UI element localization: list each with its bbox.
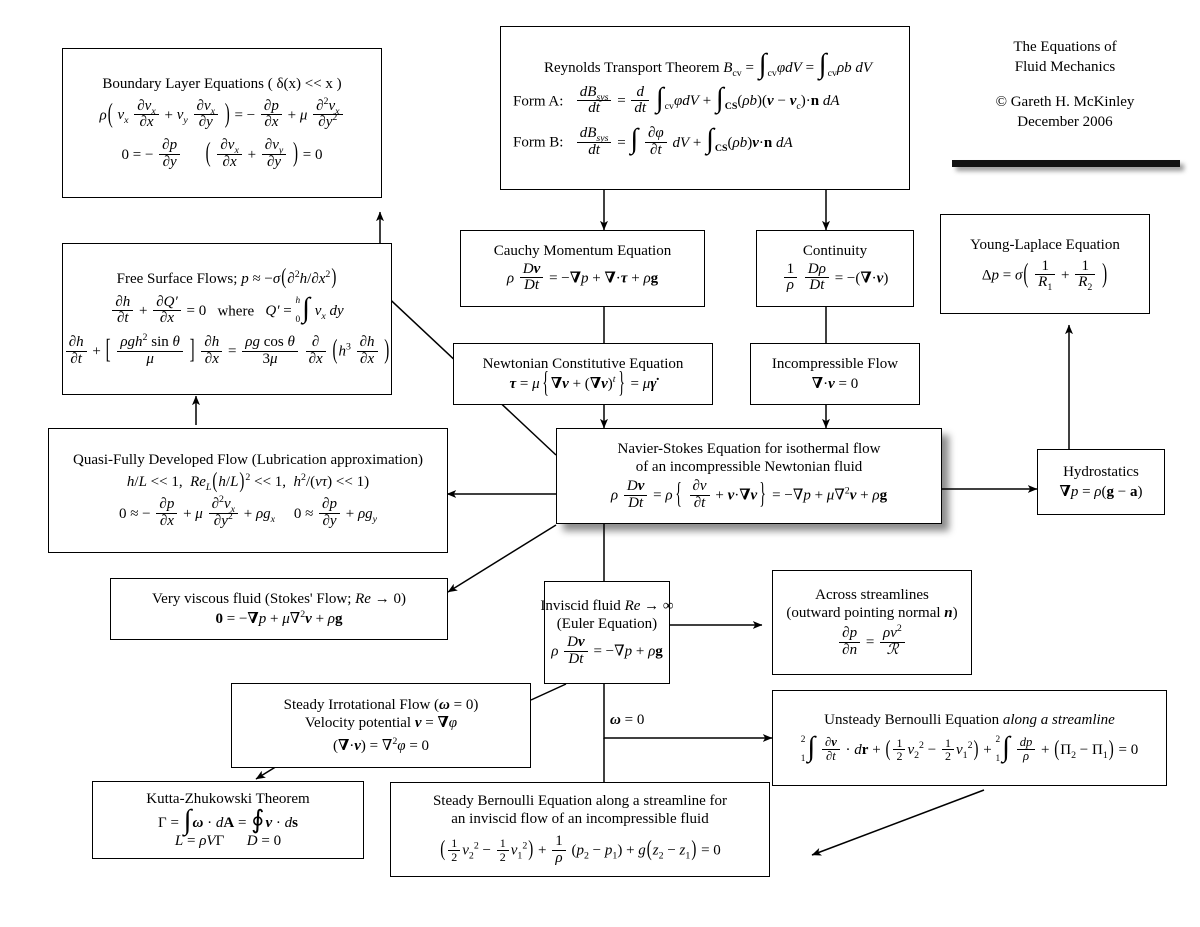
quasi-eq1: 0 ≈ − ∂p∂x + μ ∂2vx∂y2 + ρgx (118, 493, 276, 529)
incompressible-eq: ∇·v = 0 (811, 376, 859, 393)
box-steady-bernoulli-equation: Steady Bernoulli Equation along a stream… (390, 782, 770, 877)
kutta-eq1: Γ = ∫ω · dA = ∮v · ds (158, 804, 298, 836)
edge-navierstokes-stokes (447, 524, 557, 593)
incompressible-title: Incompressible Flow (771, 355, 899, 372)
irrotational-title-line1: Steady Irrotational Flow (ω = 0) (283, 697, 479, 714)
reynolds-form-b-label: Form B: (513, 134, 564, 151)
newtonian-eq: τ = μ{∇v + (∇v)t} = μγ̇ (509, 366, 657, 399)
box-quasi-fully-developed-flow: Quasi-Fully Developed Flow (Lubrication … (48, 428, 448, 553)
box-boundary-layer-equations: Boundary Layer Equations ( δ(x) << x ) ρ… (62, 48, 382, 198)
irrotational-title-line2: Velocity potential v = ∇φ (304, 715, 458, 732)
edge-irrotational-inviscid (530, 683, 567, 701)
box-kutta-zhukowski-theorem: Kutta-Zhukowski Theorem Γ = ∫ω · dA = ∮v… (92, 781, 364, 859)
box-inviscid-euler-equation: Inviscid fluid Re → ∞ (Euler Equation) ρ… (540, 581, 674, 684)
box-steady-irrotational-flow: Steady Irrotational Flow (ω = 0) Velocit… (231, 683, 531, 768)
steady-bernoulli-title-line2: an inviscid flow of an incompressible fl… (451, 810, 709, 827)
boundary-layer-eq2: 0 = − ∂p∂y (122, 137, 186, 169)
copyright-line: © Gareth H. McKinley (995, 94, 1135, 110)
box-hydrostatics: Hydrostatics ∇p = ρ(g − a) (1037, 449, 1165, 515)
unsteady-bernoulli-title: Unsteady Bernoulli Equation (824, 711, 1000, 728)
hydrostatics-eq: ∇p = ρ(g − a) (1059, 484, 1143, 501)
across-title-line2: (outward pointing normal n) (786, 604, 958, 621)
box-reynolds-transport-theorem: Reynolds Transport Theorem Bcv = ∫cvφdV … (500, 26, 910, 190)
title-underline-bar (952, 160, 1180, 167)
stokes-eq: 0 = −∇p + μ∇2v + ρg (215, 609, 343, 628)
hydrostatics-title: Hydrostatics (1063, 463, 1139, 480)
box-across-streamlines: Across streamlines (outward pointing nor… (772, 570, 972, 675)
box-very-viscous-stokes-flow: Very viscous fluid (Stokes' Flow; Re → 0… (110, 578, 448, 640)
continuity-title: Continuity (802, 242, 868, 259)
reynolds-title-math: Bcv = ∫cvφdV = ∫cvρb dV (723, 49, 873, 81)
inviscid-title-line1: Inviscid fluid Re → ∞ (540, 597, 674, 614)
free-surface-where-label: where (217, 303, 255, 320)
quasi-eq2: 0 ≈ ∂p∂y + ρgy (293, 495, 378, 529)
reynolds-title: Reynolds Transport Theorem (543, 59, 720, 76)
newtonian-title: Newtonian Constitutive Equation (482, 355, 684, 372)
annotation-vorticity-zero: ω = 0 (608, 712, 647, 729)
reynolds-form-a-label: Form A: (513, 93, 564, 110)
kutta-title: Kutta-Zhukowski Theorem (146, 790, 310, 807)
kutta-eq2b: D = 0 (246, 833, 282, 850)
across-title-line1: Across streamlines (815, 586, 929, 603)
young-laplace-title: Young-Laplace Equation (970, 236, 1120, 253)
cauchy-title: Cauchy Momentum Equation (493, 242, 672, 259)
kutta-eq2a: L = ρVΓ (174, 833, 225, 850)
boundary-layer-eq1: ρ( vx ∂vx∂x + vy ∂vx∂y ) = − ∂p∂x + μ ∂2… (99, 96, 344, 132)
page-title-line2: Fluid Mechanics (1014, 58, 1116, 75)
edge-unsteadybernoulli-steadybernoulli (811, 789, 985, 856)
title-block: The Equations of Fluid Mechanics © Garet… (940, 38, 1190, 132)
boundary-layer-eq3: ( ∂vx∂x + ∂vy∂y ) = 0 (205, 136, 323, 170)
stokes-title: Very viscous fluid (Stokes' Flow; Re → 0… (152, 590, 406, 607)
box-navier-stokes-equation: Navier-Stokes Equation for isothermal fl… (556, 428, 942, 524)
navier-stokes-title-line2: of an incompressible Newtonian fluid (635, 458, 863, 475)
inviscid-title-line2: (Euler Equation) (556, 615, 658, 632)
date-line: December 2006 (1017, 113, 1113, 130)
page-title-line1: The Equations of (1013, 39, 1117, 55)
unsteady-bernoulli-title-em: along a streamline (1002, 711, 1115, 728)
quasi-title: Quasi-Fully Developed Flow (Lubrication … (73, 451, 423, 468)
quasi-conditions: h/L << 1, ReL(h/L)2 << 1, h2/(ντ) << 1) (126, 469, 370, 493)
box-free-surface-flows: Free Surface Flows; p ≈ −σ(∂2h/∂x2) ∂h∂t… (62, 243, 392, 395)
free-surface-where-math: Q′ = h 0∫ vx dy (265, 293, 344, 326)
boundary-layer-title: Boundary Layer Equations ( δ(x) << x ) (102, 75, 342, 92)
irrotational-eq: (∇·v) = ∇2φ = 0 (332, 735, 430, 754)
steady-bernoulli-title-line1: Steady Bernoulli Equation along a stream… (432, 792, 728, 809)
free-surface-eq1: ∂h∂t + ∂Q′∂x = 0 (110, 294, 210, 326)
box-incompressible-flow: Incompressible Flow ∇·v = 0 (750, 343, 920, 405)
box-newtonian-constitutive-equation: Newtonian Constitutive Equation τ = μ{∇v… (453, 343, 713, 405)
navier-stokes-title-line1: Navier-Stokes Equation for isothermal fl… (617, 440, 881, 457)
box-unsteady-bernoulli-equation: Unsteady Bernoulli Equation along a stre… (772, 690, 1167, 786)
free-surface-title: Free Surface Flows; p ≈ −σ(∂2h/∂x2) (116, 266, 337, 290)
edge-inviscid-unsteadybernoulli (603, 684, 773, 743)
